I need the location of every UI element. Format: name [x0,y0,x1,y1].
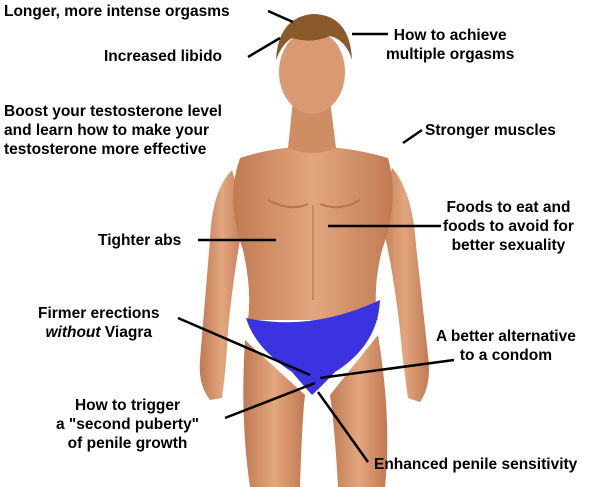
label-line: testosterone more effective [4,141,207,158]
label-firmer-erections: Firmer erections without Viagra [38,304,159,342]
label-tighter-abs: Tighter abs [98,232,182,249]
label-line: foods to avoid for [443,218,574,235]
label-line: How to achieve [393,27,507,44]
label-line: and learn how to make your [4,122,209,139]
label-line: without Viagra [38,323,159,342]
label-line: better sexuality [451,237,566,254]
right-leg [330,335,388,487]
label-line: to a condom [459,347,552,364]
label-condom-alternative: A better alternative to a condom [436,327,576,365]
label-italic: without [45,324,101,341]
left-leg [243,340,305,487]
label-foods: Foods to eat and foods to avoid for bett… [443,198,574,255]
label-multiple-orgasms: How to achieve multiple orgasms [386,26,514,64]
label-line: Boost your testosterone level [4,103,222,120]
label-text: Viagra [100,324,152,341]
label-stronger-muscles: Stronger muscles [425,122,556,139]
left-arm [199,170,245,400]
head [279,30,345,114]
hair [276,14,352,60]
neck [288,100,336,153]
underwear [246,300,380,395]
label-line: a "second puberty" [56,416,200,433]
callout-lines [177,9,455,463]
label-longer-orgasms: Longer, more intense orgasms [4,3,230,20]
label-line: multiple orgasms [386,46,515,63]
label-line: A better alternative [436,328,576,345]
label-line: How to trigger [74,397,181,414]
label-second-puberty: How to trigger a "second puberty" of pen… [56,396,199,453]
label-line: Foods to eat and [446,199,571,216]
label-line: of penile growth [67,435,188,452]
label-line: Firmer erections [38,305,160,322]
label-increased-libido: Increased libido [104,48,223,65]
label-testosterone: Boost your testosterone level and learn … [4,102,222,159]
label-penile-sensitivity: Enhanced penile sensitivity [374,456,578,473]
